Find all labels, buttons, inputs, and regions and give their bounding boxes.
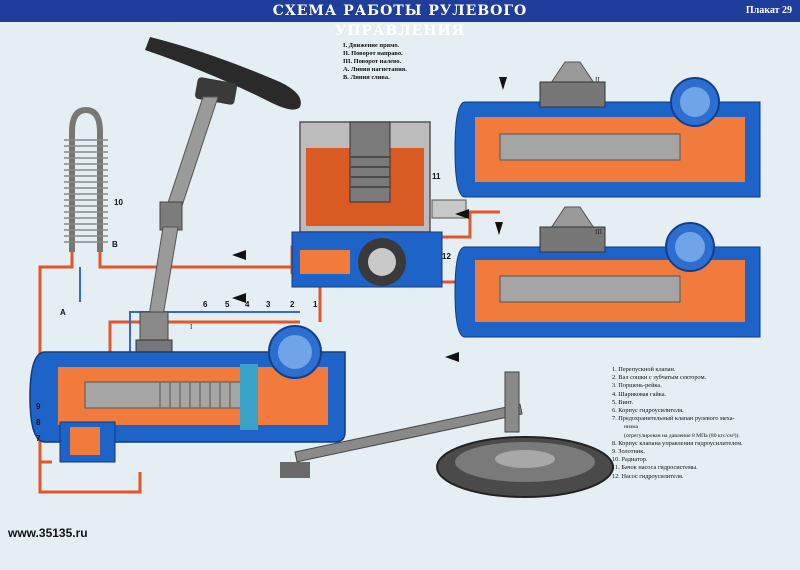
label-part-4: 4 — [245, 300, 250, 309]
footer-website: www.35135.ru — [8, 526, 88, 540]
legend-part-item: низма — [624, 424, 639, 431]
label-part-2: 2 — [290, 300, 295, 309]
legend-part-item: 6. Корпус гидроусилителя. — [612, 407, 684, 415]
legend-mode-item: В. Линия слива. — [343, 74, 390, 81]
legend-part-item: 9. Золотник. — [612, 448, 645, 456]
hydraulic-pump — [291, 231, 443, 288]
gear-mode-ii — [454, 61, 761, 198]
legend-part-item: 4. Шариковая гайка. — [612, 390, 667, 398]
legend-mode-item: А. Линия нагнетания. — [343, 66, 407, 73]
legend-part-item: 8. Корпус клапана управления гидроусилит… — [612, 439, 743, 447]
label-part-1: 1 — [313, 300, 318, 309]
gear-mode-iii — [454, 206, 761, 338]
poster-title: СХЕМА РАБОТЫ РУЛЕВОГО УПРАВЛЕНИЯ — [272, 3, 528, 39]
steering-wheel — [145, 37, 301, 110]
legend-part-item: 12. Насос гидроусилителя. — [612, 472, 684, 480]
label-part-6: 6 — [203, 300, 208, 309]
legend-mode-item: I. Движение прямо. — [343, 42, 400, 49]
label-part-3: 3 — [266, 300, 271, 309]
label-part-7: 7 — [36, 434, 41, 443]
header-bar — [0, 0, 800, 22]
poster: СХЕМА РАБОТЫ РУЛЕВОГО УПРАВЛЕНИЯ Плакат … — [0, 0, 800, 540]
legend-part-item: 2. Вал сошки с зубчатым сектором. — [612, 374, 707, 382]
legend-part-item: (отрегулирован на давление 8 МПа (80 кгс… — [624, 432, 740, 439]
legend-part-item: 5. Винт. — [612, 398, 634, 406]
drain-lines — [79, 267, 300, 352]
label-mode-ii: II — [595, 76, 600, 84]
label-mode-i: I — [190, 323, 193, 331]
legend-part-item: 1. Перепускной клапан. — [612, 366, 676, 373]
main-steering-gear — [29, 325, 346, 463]
flow-arrows — [232, 77, 507, 362]
poster-number: Плакат 29 — [745, 5, 792, 16]
legend-part-item: 7. Предохранительный клапан рулевого мех… — [612, 415, 735, 423]
label-line-b: В — [112, 240, 118, 249]
steering-linkage — [280, 371, 523, 478]
legend-mode-item: III. Поворот налево. — [343, 58, 402, 65]
legend-modes: I. Движение прямо. II. Поворот направо. … — [343, 42, 443, 82]
label-part-5: 5 — [225, 300, 230, 309]
road-wheel — [436, 436, 614, 498]
label-part-12: 12 — [442, 252, 451, 261]
legend-parts: 1. Перепускной клапан. 2. Вал сошки с зу… — [612, 366, 798, 481]
label-part-8: 8 — [36, 418, 41, 427]
legend-part-item: 11. Бачок насоса гидросистемы. — [612, 464, 698, 472]
label-mode-iii: III — [595, 228, 602, 236]
pump-tank — [299, 121, 467, 233]
label-part-10: 10 — [114, 198, 123, 207]
label-line-a: А — [60, 308, 66, 317]
label-part-9: 9 — [36, 402, 41, 411]
steering-diagram — [29, 37, 761, 498]
label-part-11: 11 — [432, 172, 441, 181]
legend-part-item: 3. Поршень-рейка. — [612, 382, 662, 390]
radiator — [64, 106, 108, 252]
legend-part-item: 10. Радиатор. — [612, 456, 648, 464]
legend-mode-item: II. Поворот направо. — [343, 50, 403, 57]
